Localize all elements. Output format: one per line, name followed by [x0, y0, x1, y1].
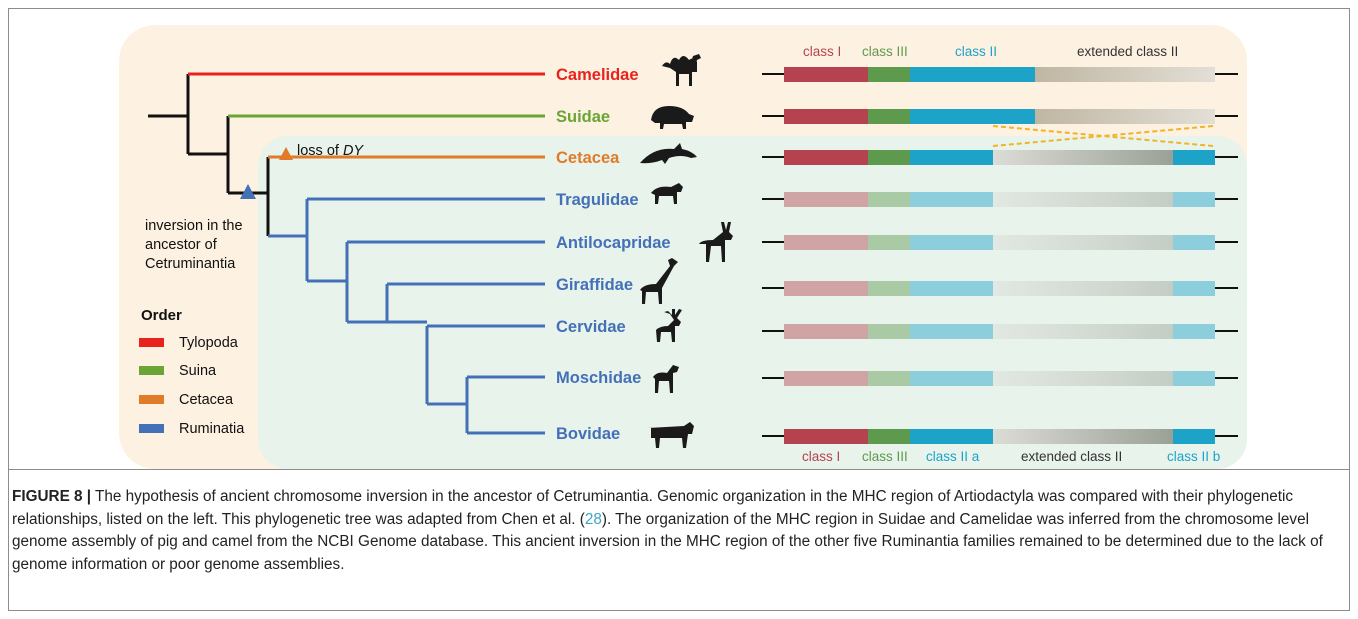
taxon-label-giraffidae: Giraffidae: [556, 276, 633, 294]
legend-label-cetacea: Cetacea: [179, 392, 234, 408]
mhc-bar-giraffidae: [784, 281, 1215, 296]
taxon-label-suidae: Suidae: [556, 108, 610, 126]
cow-silhouette-icon: [648, 422, 694, 448]
taxon-label-camelidae: Camelidae: [556, 66, 639, 84]
legend-label-ruminatia: Ruminatia: [179, 421, 245, 437]
boar-silhouette-icon: [651, 106, 694, 129]
legend-swatch-tylopoda: [139, 338, 164, 347]
bottom-label-class-iii: class III: [862, 449, 908, 464]
top-label-class-iii: class III: [862, 44, 908, 59]
mhc-bar-suidae: [762, 109, 1238, 124]
legend-swatch-suina: [139, 366, 164, 375]
taxon-label-cetacea: Cetacea: [556, 149, 620, 167]
giraffe-silhouette-icon: [640, 258, 678, 304]
mhc-bar-cetacea: [762, 150, 1238, 165]
top-label-class-ii: class II: [955, 44, 997, 59]
bottom-label-class-i: class I: [802, 449, 840, 464]
bottom-label-class-ii-a: class II a: [926, 449, 980, 464]
top-label-extended-class-ii: extended class II: [1077, 44, 1178, 59]
inversion-annotation-line2: ancestor of: [145, 237, 218, 253]
taxon-label-antilocapridae: Antilocapridae: [556, 234, 671, 252]
legend-label-suina: Suina: [179, 363, 217, 379]
taxon-label-cervidae: Cervidae: [556, 318, 626, 336]
figure-label: FIGURE 8 |: [12, 488, 91, 505]
mhc-bar-moschidae: [784, 371, 1215, 386]
deer-silhouette-icon: [656, 309, 682, 342]
bottom-label-class-ii-b: class II b: [1167, 449, 1220, 464]
dolphin-silhouette-icon: [640, 143, 697, 164]
musk-deer-silhouette-icon: [653, 365, 679, 393]
mhc-bar-cervidae: [784, 324, 1215, 339]
pronghorn-silhouette-icon: [699, 222, 733, 262]
figure-caption: FIGURE 8 | The hypothesis of ancient chr…: [12, 486, 1342, 576]
legend-swatch-ruminatia: [139, 424, 164, 433]
taxon-label-moschidae: Moschidae: [556, 369, 641, 387]
mhc-bar-camelidae: [762, 67, 1238, 82]
camel-silhouette-icon: [662, 54, 701, 86]
legend-label-tylopoda: Tylopoda: [179, 335, 239, 351]
citation-link[interactable]: 28: [585, 511, 602, 528]
order-legend: Order Tylopoda Suina Cetacea Ruminatia: [139, 307, 245, 437]
dy-loss-marker-icon: [279, 147, 293, 160]
legend-swatch-cetacea: [139, 395, 164, 404]
top-label-class-i: class I: [803, 44, 841, 59]
taxon-label-tragulidae: Tragulidae: [556, 191, 639, 209]
mhc-bar-bovidae: [762, 429, 1238, 444]
inversion-crossing-lines: [993, 126, 1213, 146]
chevrotain-silhouette-icon: [651, 183, 683, 204]
taxon-label-bovidae: Bovidae: [556, 425, 620, 443]
mhc-bar-antilocapridae: [784, 235, 1215, 250]
tree-branches: [148, 74, 545, 433]
mhc-bar-tragulidae: [762, 192, 1238, 207]
phylogeny-figure: loss of DY inversion in the ancestor of …: [0, 0, 1358, 470]
dy-loss-annotation: loss of DY: [297, 143, 364, 159]
legend-title: Order: [141, 307, 182, 324]
bottom-label-extended-class-ii: extended class II: [1021, 449, 1122, 464]
mhc-bars: [762, 67, 1238, 444]
inversion-annotation-line1: inversion in the: [145, 218, 243, 234]
inversion-annotation-line3: Cetruminantia: [145, 256, 236, 272]
